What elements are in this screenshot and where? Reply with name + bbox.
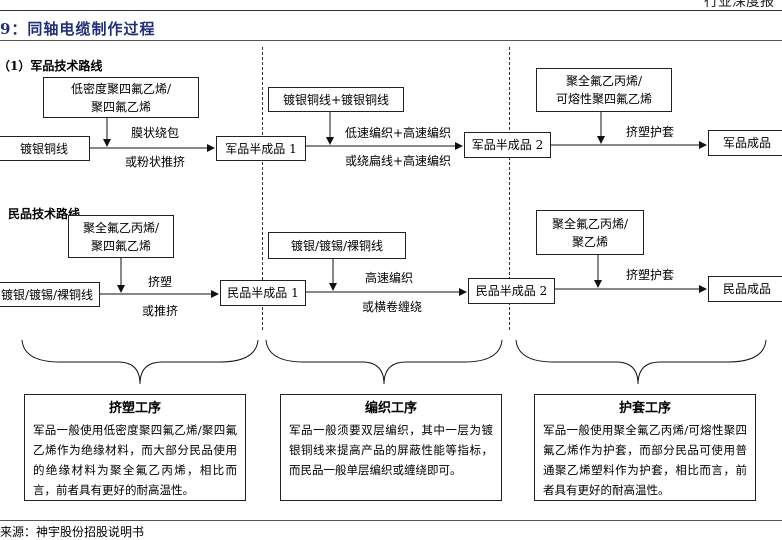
military-step-2-top: 低速编织+高速编织 xyxy=(345,126,452,140)
header-rule xyxy=(0,10,782,11)
civil-input-wire: 镀银/镀锡/裸铜线 xyxy=(0,282,100,307)
process-title: 护套工序 xyxy=(618,401,671,416)
civil-step-2-bottom: 或横卷缠绕 xyxy=(362,300,423,314)
military-semi-1: 军品半成品 1 xyxy=(216,136,306,161)
process-box-jacketing: 护套工序 军品一般使用聚全氟乙丙烯/可熔性聚四氟乙烯作为护套，而部分民品可使用普… xyxy=(534,394,756,501)
process-title: 编织工序 xyxy=(364,401,417,416)
civil-semi-2: 民品半成品 2 xyxy=(468,278,555,304)
title-rule xyxy=(0,40,782,41)
process-title: 挤塑工序 xyxy=(108,401,161,416)
civil-step-2-top: 高速编织 xyxy=(365,271,414,285)
civil-material-1: 聚全氟乙丙烯/ 聚四氟乙烯 xyxy=(68,215,174,258)
military-step-1-top: 膜状绕包 xyxy=(131,126,180,140)
process-box-extrusion: 挤塑工序 军品一般使用低密度聚四氟乙烯/聚四氟乙烯作为绝缘材料，而大部分民品使用… xyxy=(24,394,246,501)
header-right-text: 行业深度报 xyxy=(704,0,774,10)
civil-semi-1: 民品半成品 1 xyxy=(220,280,306,306)
military-section-label: （1）军品技术路线 xyxy=(0,59,103,73)
footer-rule xyxy=(0,520,782,521)
civil-section-label: 民品技术路线 xyxy=(8,207,81,221)
military-step-2-bottom: 或绕扁线+高速编织 xyxy=(345,154,452,168)
civil-material-2: 镀银/镀锡/裸铜线 xyxy=(268,232,406,259)
military-material-2: 镀银铜线+镀银铜线 xyxy=(268,87,404,112)
military-step-1-bottom: 或粉状推挤 xyxy=(125,155,186,169)
military-material-3: 聚全氟乙丙烯/ 可熔性聚四氟乙烯 xyxy=(536,68,672,112)
military-step-3-top: 挤塑护套 xyxy=(626,125,675,139)
stage-divider-1 xyxy=(262,47,263,330)
civil-step-3-top: 挤塑护套 xyxy=(626,268,675,282)
civil-final: 民品成品 xyxy=(708,276,782,302)
military-final: 军品成品 xyxy=(708,130,782,156)
process-body: 军品一般使用聚全氟乙丙烯/可熔性聚四氟乙烯作为护套，而部分民品可使用普通聚乙烯塑… xyxy=(543,423,747,497)
stage-divider-2 xyxy=(509,47,510,330)
civil-step-1-bottom: 或推挤 xyxy=(142,304,179,318)
military-semi-2: 军品半成品 2 xyxy=(464,132,551,158)
civil-material-3: 聚全氟乙丙烯/ 聚乙烯 xyxy=(536,210,644,255)
source-note: 来源：神宇股份招股说明书 xyxy=(0,525,145,539)
process-body: 军品一般使用低密度聚四氟乙烯/聚四氟乙烯作为绝缘材料，而大部分民品使用的绝缘材料… xyxy=(33,423,237,497)
process-box-braiding: 编织工序 军品一般须要双层编织，其中一层为镀银铜线来提高产品的屏蔽性能等指标，而… xyxy=(280,394,502,501)
figure-title: 9：同轴电缆制作过程 xyxy=(0,20,156,38)
civil-step-1-top: 挤塑 xyxy=(148,275,173,289)
military-input-wire: 镀银铜线 xyxy=(0,136,90,161)
process-body: 军品一般须要双层编织，其中一层为镀银铜线来提高产品的屏蔽性能等指标，而民品一般单… xyxy=(289,423,493,477)
military-material-1: 低密度聚四氟乙烯/ 聚四氟乙烯 xyxy=(43,77,199,118)
